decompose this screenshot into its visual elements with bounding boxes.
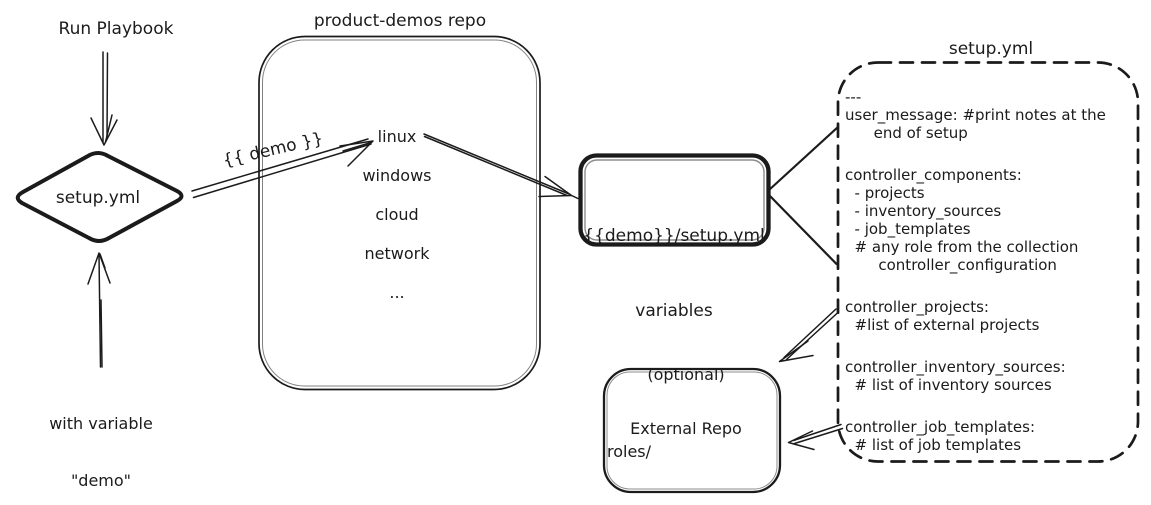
- yaml-line: # list of job templates: [845, 436, 1022, 454]
- yaml-to-external-arrow-bottom: [787, 423, 844, 451]
- with-variable-label-line1: with variable: [49, 414, 153, 433]
- repo-item-list: linux windows cloud network ...: [322, 117, 472, 312]
- diamond-shape: [15, 151, 184, 243]
- yaml-line: [845, 274, 1137, 298]
- repo-item-more: ...: [389, 283, 405, 302]
- yaml-line: [845, 394, 1137, 418]
- repo-item-cloud: cloud: [375, 205, 419, 224]
- external-repo-label-line2: External Repo: [630, 419, 742, 438]
- diamond-label: setup.yml: [55, 188, 141, 208]
- repo-item-windows: windows: [362, 166, 432, 185]
- external-repo-roles: roles/: [607, 442, 652, 461]
- yaml-line: #list of external projects: [845, 316, 1040, 334]
- with-variable-arrow: [87, 252, 111, 368]
- yaml-line: controller_configuration: [845, 256, 1057, 274]
- variables-box-line2: variables: [635, 301, 713, 321]
- yaml-line: user_message: #print notes at the: [845, 106, 1106, 124]
- external-repo-label-line1: (optional): [647, 365, 725, 384]
- yaml-line: # list of inventory sources: [845, 376, 1052, 394]
- repo-box: [258, 35, 541, 391]
- yaml-line: ---: [845, 88, 862, 106]
- repo-title: product-demos repo: [313, 11, 487, 31]
- yaml-line: controller_components:: [845, 166, 1022, 184]
- setup-yml-dashed-box: [836, 61, 1140, 463]
- yaml-to-external-arrow-top: [778, 308, 840, 363]
- variables-to-yaml-connector: [767, 125, 840, 266]
- yaml-line: - projects: [845, 184, 925, 202]
- yaml-line: - inventory_sources: [845, 202, 1002, 220]
- setup-yml-content: --- user_message: #print notes at the en…: [845, 88, 1137, 454]
- yaml-line: controller_job_templates:: [845, 418, 1036, 436]
- with-variable-label: with variable "demo": [49, 376, 153, 505]
- yaml-line: controller_inventory_sources:: [845, 358, 1066, 376]
- yaml-line: # any role from the collection: [845, 238, 1079, 256]
- repo-item-network: network: [364, 244, 430, 263]
- yaml-line: [845, 142, 1137, 166]
- run-playbook-label: Run Playbook: [58, 19, 174, 39]
- yaml-line: - job_templates: [845, 220, 971, 238]
- variables-box-line1: {{demo}}/setup.yml: [583, 226, 765, 246]
- external-repo-content: roles/ playbooks/ ....: [607, 399, 694, 505]
- run-playbook-arrow: [90, 51, 118, 146]
- external-repo-label: (optional) External Repo: [630, 330, 742, 474]
- variables-box-label: {{demo}}/setup.yml variables: [583, 174, 765, 374]
- demo-to-linux-arrow: [191, 138, 374, 199]
- yaml-line: controller_projects:: [845, 298, 989, 316]
- variables-box: [578, 153, 771, 247]
- yaml-line: [845, 334, 1137, 358]
- setup-yml-title: setup.yml: [948, 39, 1034, 59]
- external-repo-box: [602, 367, 782, 494]
- yaml-line: end of setup: [845, 124, 968, 142]
- with-variable-label-line2: "demo": [70, 471, 132, 490]
- linux-to-variables-arrow: [423, 133, 579, 200]
- repo-item-linux: linux: [377, 127, 417, 146]
